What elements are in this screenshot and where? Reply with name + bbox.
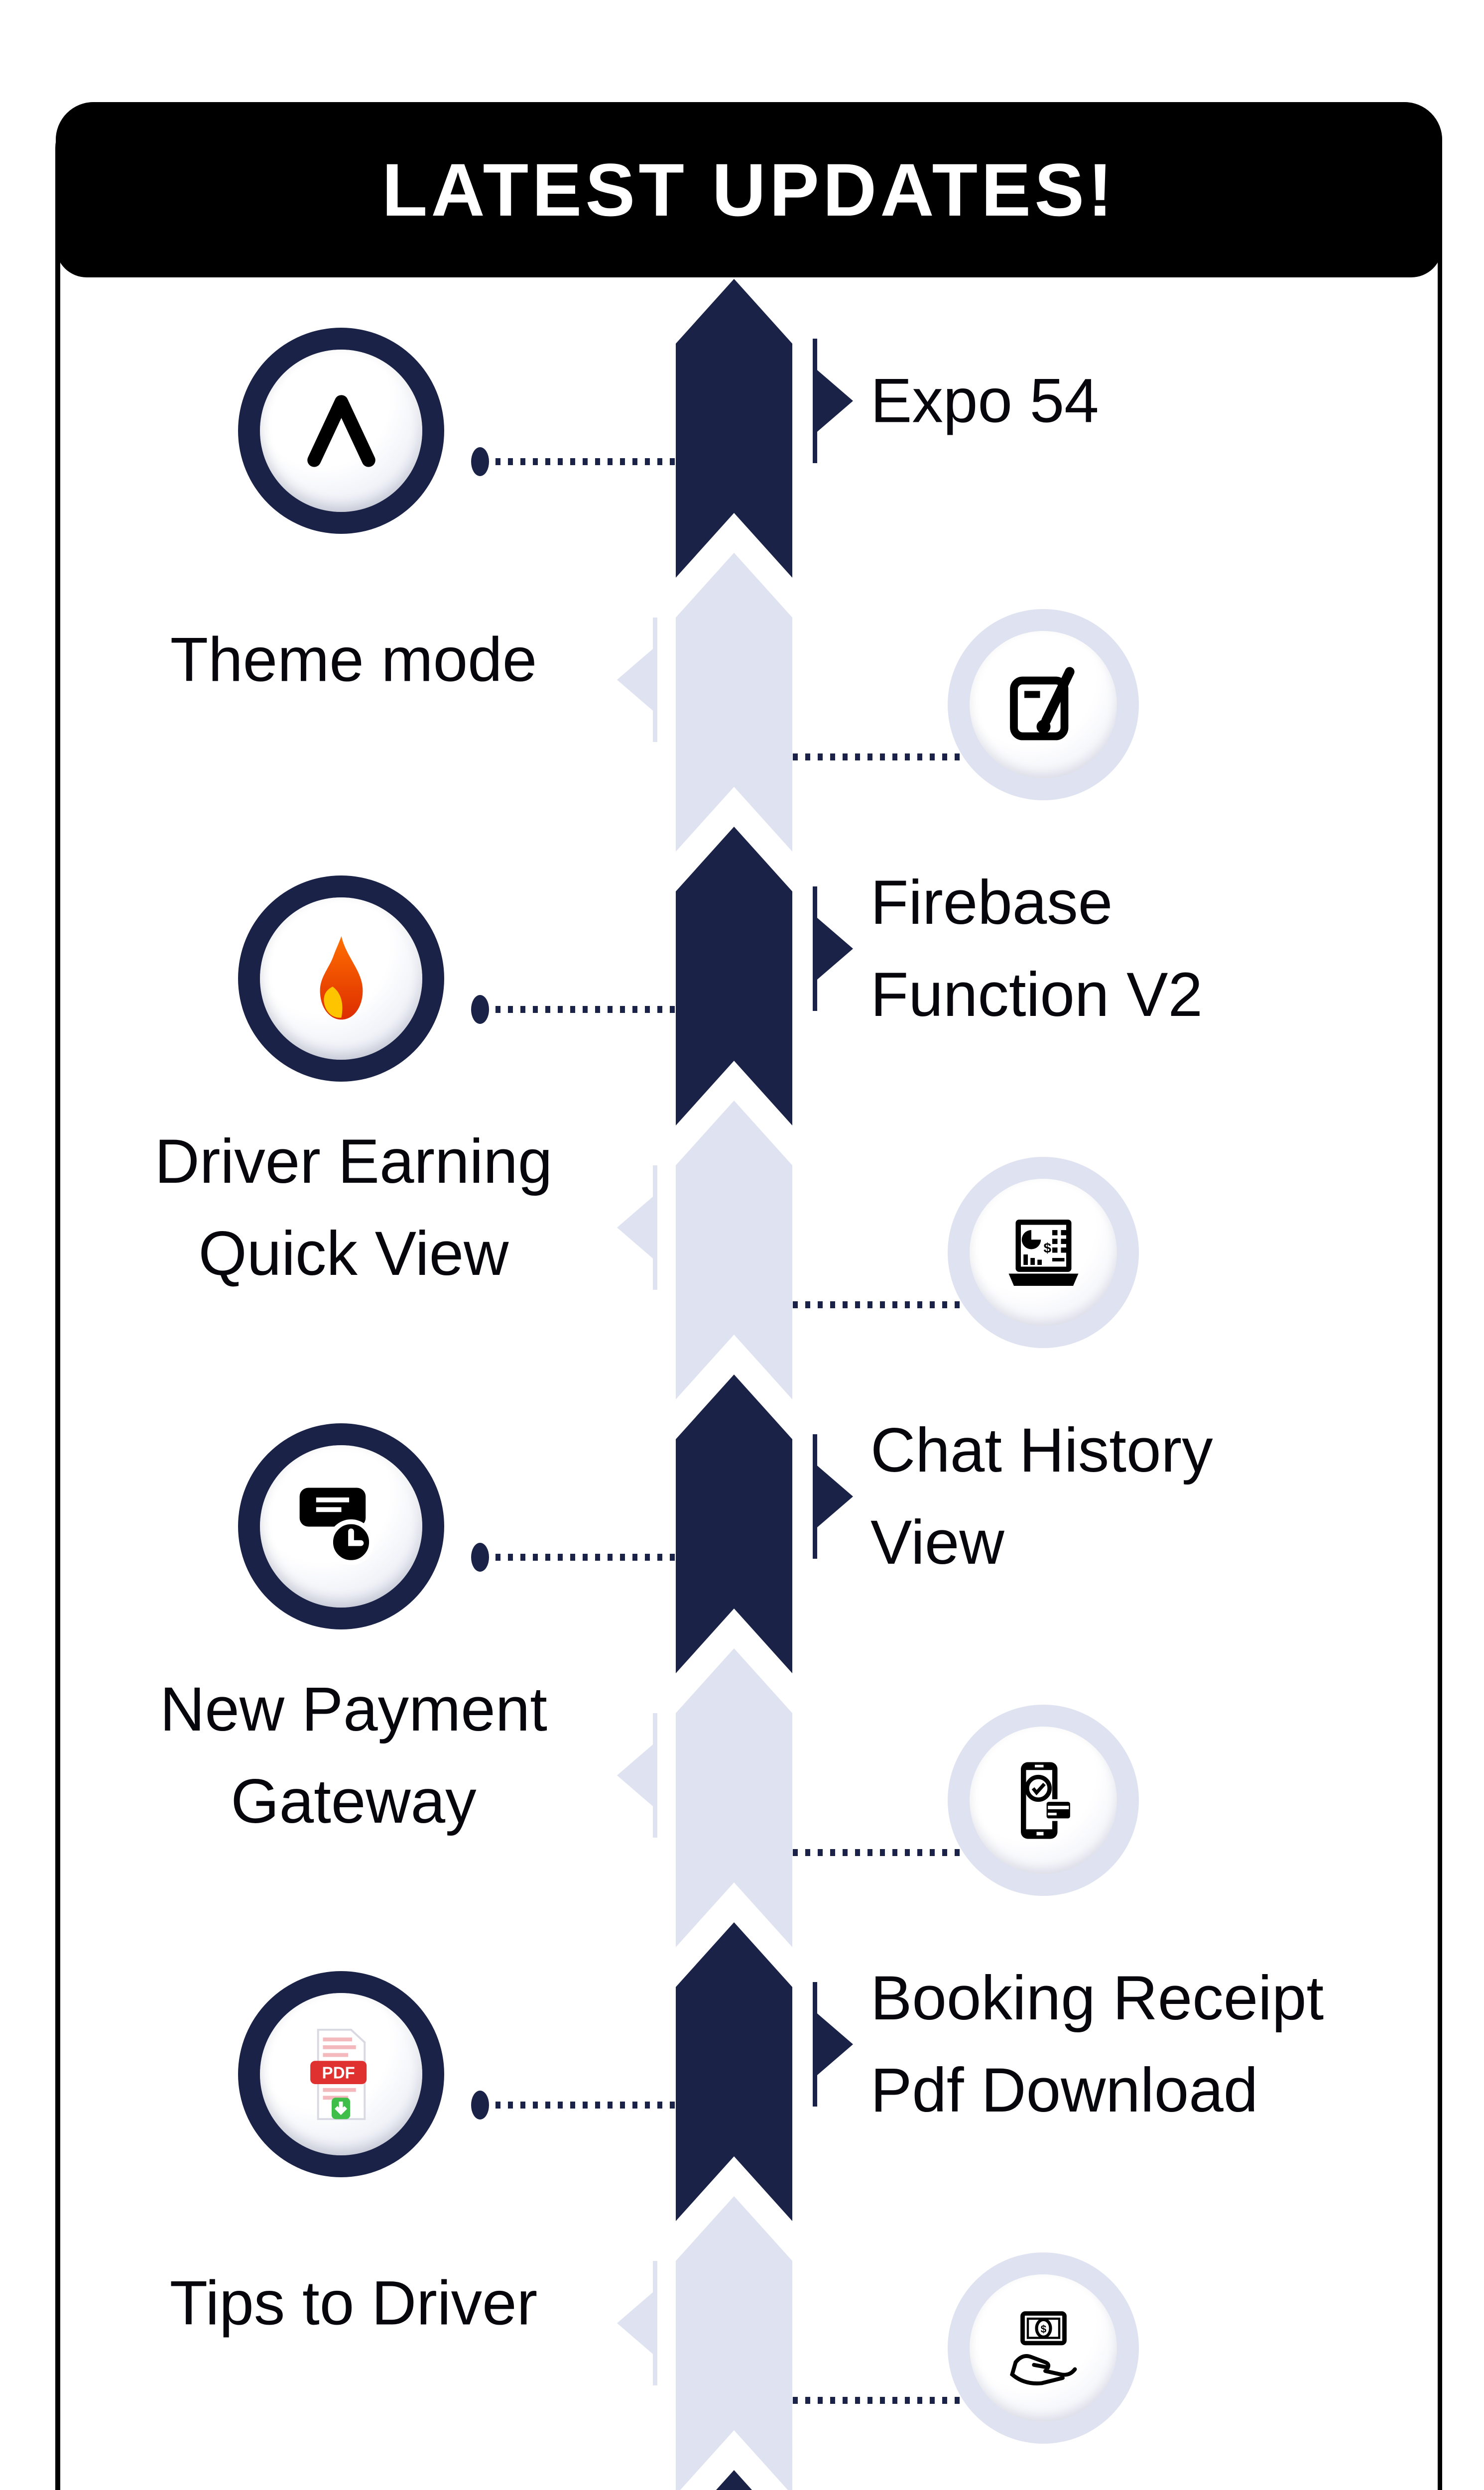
- earnings-laptop-icon: $: [1008, 1219, 1078, 1286]
- pointer-line: [813, 1434, 817, 1559]
- dotted-connector: [495, 1554, 676, 1561]
- pointer-arrow-icon: [817, 370, 853, 432]
- feature-label-line: New Payment: [159, 1675, 548, 1744]
- feature-icon-inner: [970, 631, 1117, 778]
- pointer-line: [813, 339, 817, 463]
- pointer-line: [653, 1165, 657, 1290]
- feature-icon-circle: [238, 1423, 444, 1629]
- chat-history-icon: [299, 1488, 374, 1565]
- feature-label: New Payment Gateway: [80, 1663, 627, 1848]
- feature-label-line: Function V2: [870, 960, 1203, 1029]
- connector-dot: [471, 447, 489, 476]
- feature-icon-circle: [948, 609, 1139, 800]
- feature-label-line: Firebase: [870, 868, 1113, 937]
- pointer-arrow-icon: [617, 649, 653, 711]
- feature-icon-inner: PDF: [260, 1993, 422, 2155]
- feature-label: Booking Receipt Pdf Download: [870, 1952, 1324, 2136]
- pointer-line: [813, 1982, 817, 2107]
- pointer-line: [653, 2261, 657, 2385]
- feature-label-line: Expo 54: [870, 366, 1099, 436]
- feature-label-line: Tips to Driver: [169, 2268, 538, 2338]
- feature-icon-inner: $: [970, 2274, 1117, 2422]
- feature-label: Firebase Function V2: [870, 857, 1203, 1041]
- feature-label-line: Quick View: [198, 1219, 509, 1288]
- pointer-arrow-icon: [617, 1197, 653, 1258]
- pointer-arrow-icon: [817, 2013, 853, 2075]
- dotted-connector: [495, 2102, 676, 2109]
- feature-label-line: Booking Receipt: [870, 1964, 1324, 2033]
- feature-label: Tips to Driver: [80, 2257, 627, 2350]
- feature-icon-inner: [260, 1445, 422, 1608]
- feature-label: Driver Earning Quick View: [80, 1116, 627, 1300]
- pointer-line: [813, 886, 817, 1011]
- payment-phone-icon: [1020, 1762, 1073, 1839]
- pointer-line: [653, 1713, 657, 1838]
- page-title: LATEST UPDATES!: [381, 147, 1116, 232]
- connector-dot: [471, 995, 489, 1024]
- pointer-arrow-icon: [817, 918, 853, 980]
- pointer-line: [653, 618, 657, 742]
- feature-icon-inner: $: [970, 1179, 1117, 1326]
- feature-icon-circle: [238, 328, 444, 534]
- feature-icon-inner: [260, 350, 422, 512]
- feature-icon-inner: [970, 1727, 1117, 1874]
- dotted-connector: [793, 2397, 972, 2404]
- firebase-flame-icon: [320, 936, 363, 1019]
- feature-label-line: Pdf Download: [870, 2056, 1258, 2125]
- feature-label: Expo 54: [870, 355, 1099, 447]
- feature-icon-circle: $: [948, 2252, 1139, 2444]
- feature-icon-circle: [238, 875, 444, 1082]
- note-edit-icon: [1009, 666, 1075, 740]
- feature-label-line: Gateway: [231, 1767, 477, 1836]
- svg-text:$: $: [1043, 1240, 1051, 1255]
- feature-label-line: Theme mode: [170, 625, 537, 695]
- feature-icon-circle: $: [948, 1157, 1139, 1348]
- dotted-connector: [495, 1006, 676, 1013]
- svg-text:$: $: [1040, 2324, 1046, 2335]
- feature-icon-circle: PDF: [238, 1971, 444, 2177]
- dotted-connector: [793, 1301, 972, 1308]
- feature-label: Chat History View: [870, 1404, 1213, 1589]
- connector-dot: [471, 1543, 489, 1572]
- connector-dot: [471, 2091, 489, 2119]
- feature-icon-circle: [948, 1705, 1139, 1896]
- pdf-download-icon: PDF: [310, 2028, 367, 2120]
- pointer-arrow-icon: [617, 2292, 653, 2354]
- header-band: LATEST UPDATES!: [56, 102, 1442, 277]
- pointer-arrow-icon: [817, 1466, 853, 1527]
- dotted-connector: [793, 1849, 972, 1856]
- feature-label-line: Driver Earning: [154, 1127, 553, 1196]
- pdf-label: PDF: [322, 2064, 355, 2082]
- dotted-connector: [793, 753, 972, 760]
- feature-label: Theme mode: [80, 614, 627, 706]
- feature-label-line: View: [870, 1508, 1004, 1577]
- expo-logo-icon: [307, 394, 375, 467]
- feature-label-line: Chat History: [870, 1416, 1213, 1485]
- money-hand-icon: $: [1009, 2311, 1077, 2385]
- feature-icon-inner: [260, 897, 422, 1060]
- pointer-arrow-icon: [617, 1744, 653, 1806]
- dotted-connector: [495, 458, 676, 465]
